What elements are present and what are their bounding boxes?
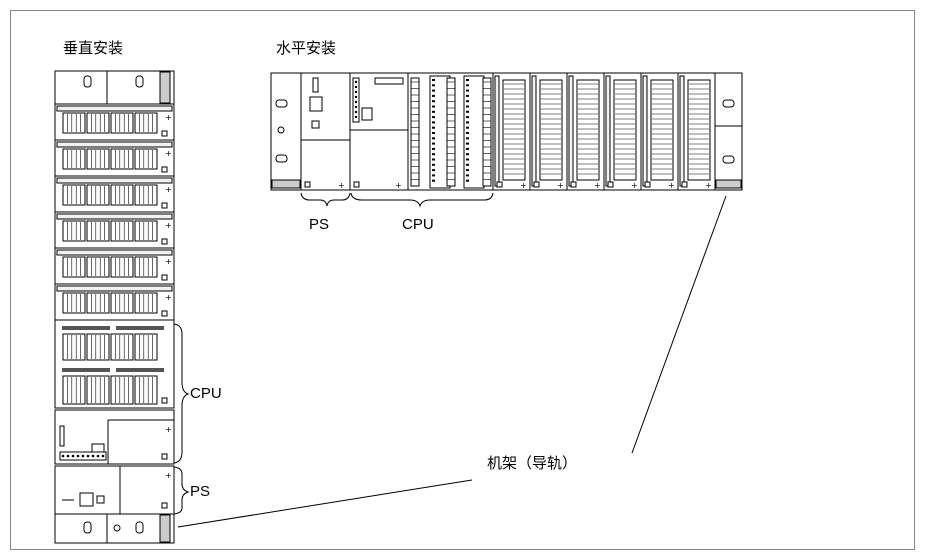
svg-text:+: + bbox=[165, 185, 172, 194]
svg-text:+: + bbox=[557, 181, 564, 190]
rail-right-horizontal bbox=[714, 72, 743, 191]
vertical-signal-module: + bbox=[54, 103, 175, 141]
rail-end-strip bbox=[159, 71, 171, 104]
rail-left-horizontal bbox=[270, 72, 302, 191]
ps-vertical-brace bbox=[173, 466, 190, 515]
svg-text:+: + bbox=[631, 181, 638, 190]
annotations bbox=[173, 192, 727, 528]
rail-end-strip bbox=[159, 514, 171, 543]
ps-horizontal-label: PS bbox=[309, 216, 330, 233]
rail-label: 机架（导轨） bbox=[487, 454, 578, 472]
horizontal-rack: + + + + + + + + bbox=[270, 72, 743, 191]
rail-leader-vertical bbox=[177, 479, 473, 528]
rail-hole bbox=[135, 75, 144, 88]
vertical-rack: + + + + + + + + bbox=[54, 70, 175, 544]
horizontal-signal-module: + bbox=[566, 72, 605, 191]
svg-text:+: + bbox=[520, 181, 527, 190]
vertical-signal-module: + bbox=[54, 283, 175, 321]
rail-leader-horizontal bbox=[631, 195, 727, 454]
svg-text:+: + bbox=[705, 181, 712, 190]
svg-text:+: + bbox=[395, 181, 402, 190]
cpu-vertical-brace bbox=[173, 323, 190, 464]
ps-vertical-label: PS bbox=[190, 483, 211, 500]
rail-hole bbox=[83, 75, 92, 88]
svg-text:+: + bbox=[165, 113, 172, 122]
rail-top-vertical bbox=[54, 70, 175, 105]
cpu-horizontal-brace bbox=[350, 192, 494, 208]
vertical-signal-module: + bbox=[54, 247, 175, 285]
svg-text:+: + bbox=[165, 221, 172, 230]
horizontal-cpu-module bbox=[349, 72, 409, 191]
horizontal-ps-module bbox=[300, 72, 351, 191]
horizontal-mount-title: 水平安装 bbox=[276, 39, 337, 57]
svg-text:+: + bbox=[165, 149, 172, 158]
svg-text:+: + bbox=[165, 293, 172, 302]
horizontal-signal-module: + bbox=[640, 72, 679, 191]
vertical-signal-module: + bbox=[54, 211, 175, 249]
cpu-vertical-label: CPU bbox=[190, 385, 222, 402]
svg-text:+: + bbox=[594, 181, 601, 190]
horizontal-signal-module: + bbox=[603, 72, 642, 191]
diagram-border bbox=[10, 10, 915, 550]
horizontal-signal-module: + bbox=[677, 72, 716, 191]
rail-hole bbox=[83, 521, 92, 534]
vertical-mount-title: 垂直安装 bbox=[63, 39, 124, 57]
svg-text:+: + bbox=[165, 257, 172, 266]
vertical-signal-module: + bbox=[54, 175, 175, 213]
svg-text:+: + bbox=[338, 181, 345, 190]
ps-horizontal-brace bbox=[300, 192, 351, 207]
horizontal-signal-module: + bbox=[492, 72, 531, 191]
svg-text:+: + bbox=[165, 471, 172, 480]
vertical-signal-module: + bbox=[54, 139, 175, 177]
horizontal-signal-module: + bbox=[529, 72, 568, 191]
cpu-horizontal-label: CPU bbox=[402, 216, 434, 233]
rail-hole bbox=[135, 521, 144, 534]
svg-text:+: + bbox=[165, 425, 172, 434]
svg-text:+: + bbox=[668, 181, 675, 190]
vertical-ps-module bbox=[54, 465, 175, 515]
